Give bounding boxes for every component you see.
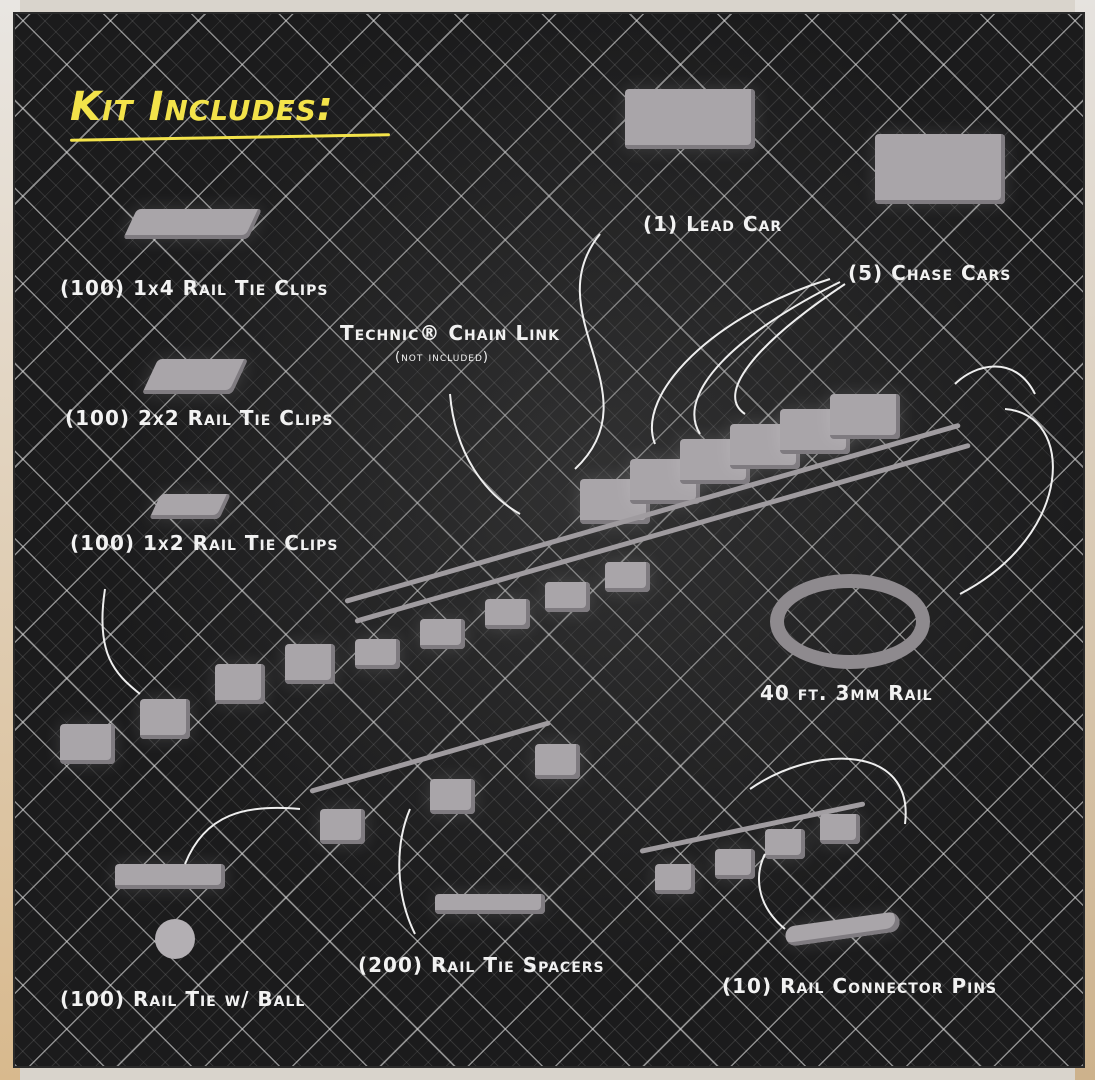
- lead-car-image: [625, 89, 755, 149]
- track-tie: [605, 562, 650, 592]
- label-tie-clips-2x2: (100) 2x2 Rail Tie Clips: [65, 406, 334, 430]
- spacer-tie: [430, 779, 475, 814]
- loose-tie: [285, 644, 335, 684]
- chase-car-image: [875, 134, 1005, 204]
- label-rail: 40 ft. 3mm Rail: [760, 681, 933, 705]
- spacer-tie: [320, 809, 365, 844]
- tie-ball-image: [115, 864, 225, 889]
- label-tie-clips-1x2: (100) 1x2 Rail Tie Clips: [70, 531, 339, 555]
- track-tie: [355, 639, 400, 669]
- label-chain-link: Technic® Chain Link: [340, 321, 560, 345]
- label-tie-clips-1x4: (100) 1x4 Rail Tie Clips: [60, 276, 329, 300]
- connector-tie: [765, 829, 805, 859]
- label-chain-link-note: (not included): [395, 350, 489, 365]
- label-tie-ball: (100) Rail Tie w/ Ball: [60, 987, 306, 1011]
- track-tie: [420, 619, 465, 649]
- track-tie: [485, 599, 530, 629]
- pointer-arrows: [101, 233, 1054, 935]
- connector-tie: [655, 864, 695, 894]
- track-tie: [545, 582, 590, 612]
- label-connector-pins: (10) Rail Connector Pins: [722, 974, 998, 998]
- label-chase-cars: (5) Chase Cars: [848, 261, 1012, 285]
- ball-image: [155, 919, 195, 959]
- loose-tie: [140, 699, 190, 739]
- connector-tie: [715, 849, 755, 879]
- label-spacers: (200) Rail Tie Spacers: [358, 953, 605, 977]
- connector-tie: [820, 814, 860, 844]
- kit-includes-heading: Kit Includes:: [70, 84, 334, 130]
- spacer-image: [435, 894, 545, 914]
- track-car-6: [830, 394, 900, 439]
- label-lead-car: (1) Lead Car: [643, 212, 783, 236]
- loose-tie: [60, 724, 115, 764]
- spacer-tie: [535, 744, 580, 779]
- product-box-back: Kit Includes:: [15, 14, 1083, 1066]
- loose-tie: [215, 664, 265, 704]
